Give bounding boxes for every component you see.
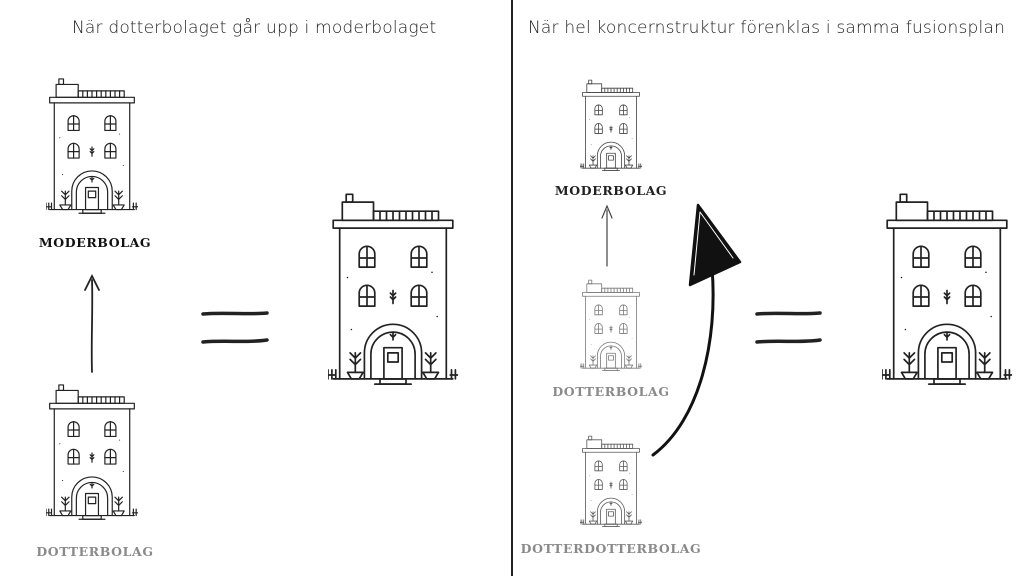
left-dotterbolag-label: DOTTERBOLAG xyxy=(36,544,154,559)
right-panel-title: När hel koncernstruktur förenklas i samm… xyxy=(528,18,1006,38)
right-dotterbolag-label: DOTTERBOLAG xyxy=(552,384,670,399)
right-equals-icon xyxy=(755,311,822,344)
right-merged-building-icon xyxy=(882,193,1012,386)
dotterdotterbolag-label: DOTTERDOTTERBOLAG xyxy=(520,541,702,556)
left-up-arrow-icon xyxy=(84,273,100,373)
moderbolag-building-icon xyxy=(46,78,138,214)
left-moderbolag-label: MODERBOLAG xyxy=(38,235,152,250)
right-moderbolag-building-icon xyxy=(580,79,642,172)
merged-building-icon xyxy=(328,193,458,386)
left-equals-icon xyxy=(201,311,269,344)
left-panel-title: När dotterbolaget går upp i moderbolaget xyxy=(72,18,437,38)
dotterbolag-building-icon xyxy=(46,384,138,520)
panel-divider xyxy=(511,0,513,576)
dotterdotterbolag-building-icon xyxy=(580,435,642,528)
right-up-arrow-icon xyxy=(601,204,613,267)
right-moderbolag-label: MODERBOLAG xyxy=(554,183,668,198)
right-dotterbolag-building-icon xyxy=(580,279,642,372)
big-curved-arrow-icon xyxy=(651,203,742,457)
